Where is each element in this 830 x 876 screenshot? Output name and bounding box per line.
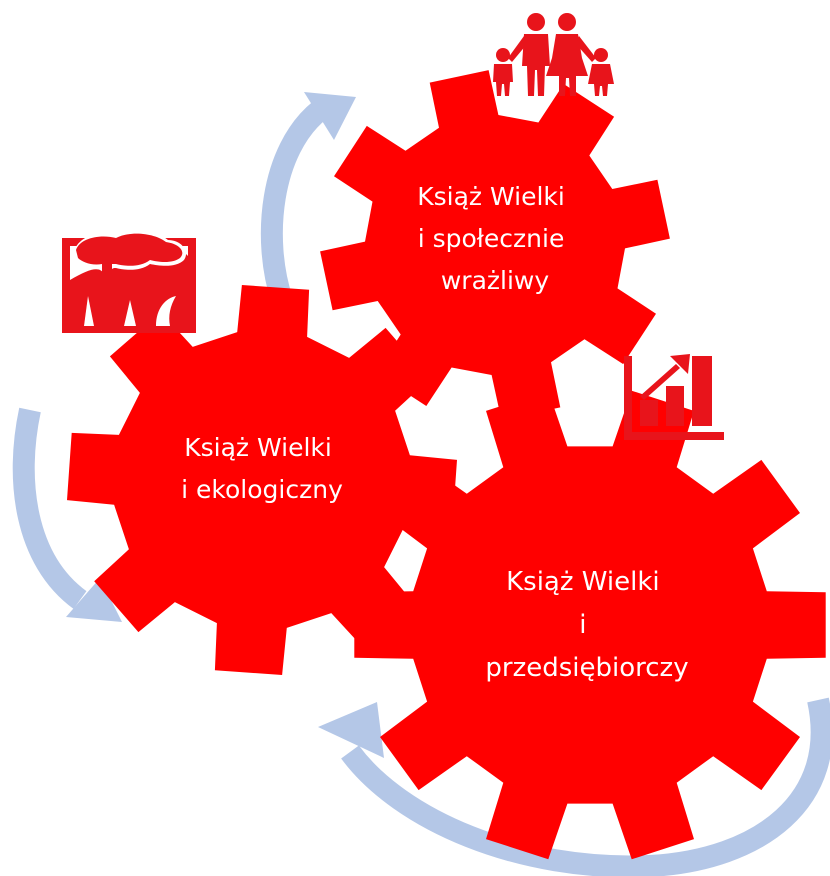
nature-landscape-icon [62, 229, 196, 333]
gear-ecological-line-1: Książ Wielki [184, 433, 332, 462]
gear-social-line-3: wrażliwy [441, 266, 550, 295]
gear-entrepreneurial-line-1: Książ Wielki [506, 567, 660, 597]
gear-social [320, 70, 670, 420]
growth-chart-icon [624, 354, 724, 440]
gear-group [67, 70, 826, 860]
arrow-top-gear-icon [260, 101, 328, 304]
gear-entrepreneurial-line-3: przedsiębiorczy [485, 653, 688, 683]
gear-social-label: Książ Wielki i społecznie wrażliwy [417, 182, 573, 295]
gear-entrepreneurial-line-2: i [579, 610, 586, 640]
arrow-bottom-gear-icon [341, 697, 830, 876]
gear-social-line-1: Książ Wielki [417, 182, 565, 211]
family-icon [493, 13, 614, 96]
cycle-arrows [12, 92, 830, 876]
arrow-left-gear-head-icon [66, 578, 122, 622]
arrow-top-gear-head-icon [304, 92, 356, 140]
gear-ecological [67, 285, 457, 675]
gear-ecological-label: Książ Wielki i ekologiczny [181, 433, 343, 504]
gear-social-line-2: i społecznie [418, 224, 565, 253]
arrow-left-gear-icon [12, 407, 87, 609]
arrow-bottom-gear-head-icon [318, 702, 384, 758]
gear-ecological-line-2: i ekologiczny [181, 475, 343, 504]
gear-entrepreneurial-label: Książ Wielki i przedsiębiorczy [485, 567, 688, 683]
gear-entrepreneurial [354, 390, 826, 860]
